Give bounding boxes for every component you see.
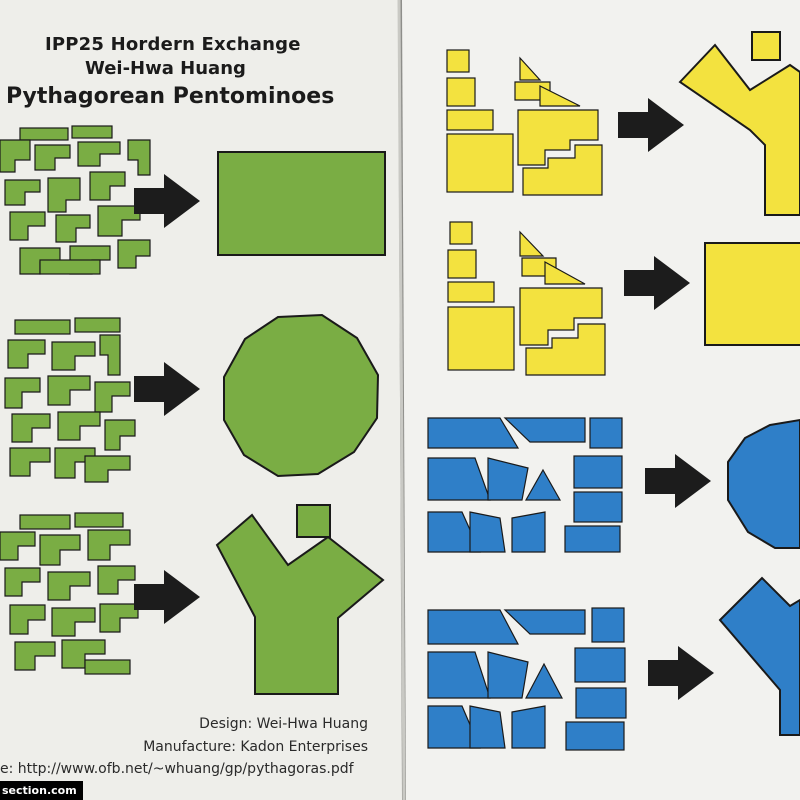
header-puzzle-name: Pythagorean Pentominoes xyxy=(6,84,335,109)
green-arrow-2-icon xyxy=(134,362,200,416)
header-event-title: IPP25 Hordern Exchange xyxy=(45,34,301,55)
green-pieces-cluster-3 xyxy=(0,512,139,675)
blue-pieces-cluster-1 xyxy=(427,417,623,553)
yellow-target-rectangle xyxy=(704,242,800,346)
yellow-target-y-shape xyxy=(678,31,800,216)
yellow-arrow-2-icon xyxy=(624,256,690,310)
green-target-y-shape xyxy=(215,504,385,695)
green-target-rectangle xyxy=(217,151,386,256)
credit-design: Design: Wei-Hwa Huang xyxy=(199,716,368,732)
green-pieces-cluster-1 xyxy=(0,125,151,275)
right-sheet xyxy=(402,0,800,800)
blue-pieces-cluster-2 xyxy=(427,607,627,751)
watermark-label: section.com xyxy=(0,781,83,800)
yellow-arrow-1-icon xyxy=(618,98,684,152)
green-arrow-1-icon xyxy=(134,174,200,228)
blue-arrow-2-icon xyxy=(648,646,714,700)
blue-target-dodecagon xyxy=(727,418,800,549)
header-designer-name: Wei-Hwa Huang xyxy=(85,58,246,79)
blue-target-y-shape xyxy=(718,576,800,736)
credit-manufacture: Manufacture: Kadon Enterprises xyxy=(143,739,368,755)
green-arrow-3-icon xyxy=(134,570,200,624)
yellow-pieces-cluster-1 xyxy=(446,49,603,196)
blue-arrow-1-icon xyxy=(645,454,711,508)
yellow-pieces-cluster-2 xyxy=(447,221,606,376)
sheet-fold xyxy=(397,0,406,800)
credit-url: e: http://www.ofb.net/~whuang/gp/pythago… xyxy=(0,761,354,777)
green-pieces-cluster-2 xyxy=(4,317,136,483)
green-target-dodecagon xyxy=(223,313,380,478)
